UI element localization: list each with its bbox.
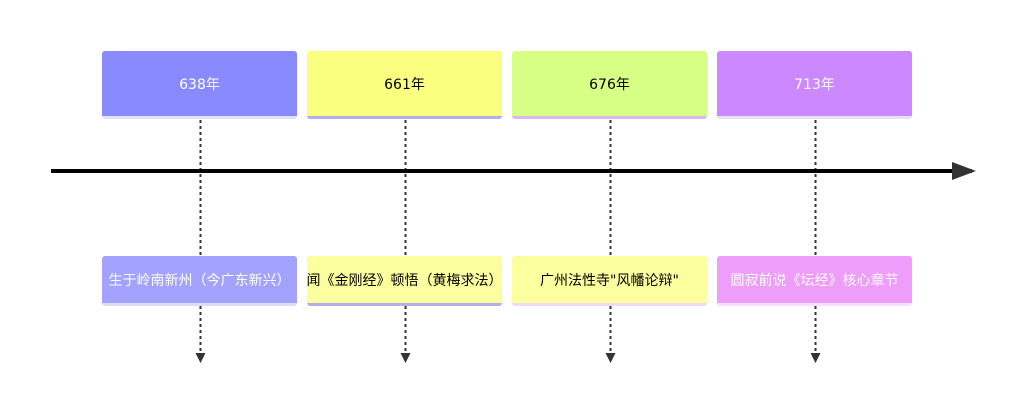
event-label: 圆寂前说《坛经》核心章节 [730, 272, 899, 289]
period-box: 713年 [717, 51, 912, 119]
event-label: 广州法性寺"风幡论辩" [540, 272, 679, 289]
event-box: 闻《金刚经》顿悟（黄梅求法） [307, 256, 502, 306]
event-box: 生于岭南新州（今广东新兴） [102, 256, 297, 306]
event-label: 生于岭南新州（今广东新兴） [108, 272, 291, 289]
event-box: 广州法性寺"风幡论辩" [512, 256, 707, 306]
event-box: 圆寂前说《坛经》核心章节 [717, 256, 912, 306]
period-year-label: 638年 [179, 76, 220, 93]
period-box: 661年 [307, 51, 502, 119]
period-box: 676年 [512, 51, 707, 119]
period-year-label: 661年 [384, 76, 425, 93]
period-box: 638年 [102, 51, 297, 119]
period-year-label: 713年 [794, 76, 835, 93]
event-label: 闻《金刚经》顿悟（黄梅求法） [307, 272, 502, 289]
period-year-label: 676年 [589, 76, 630, 93]
